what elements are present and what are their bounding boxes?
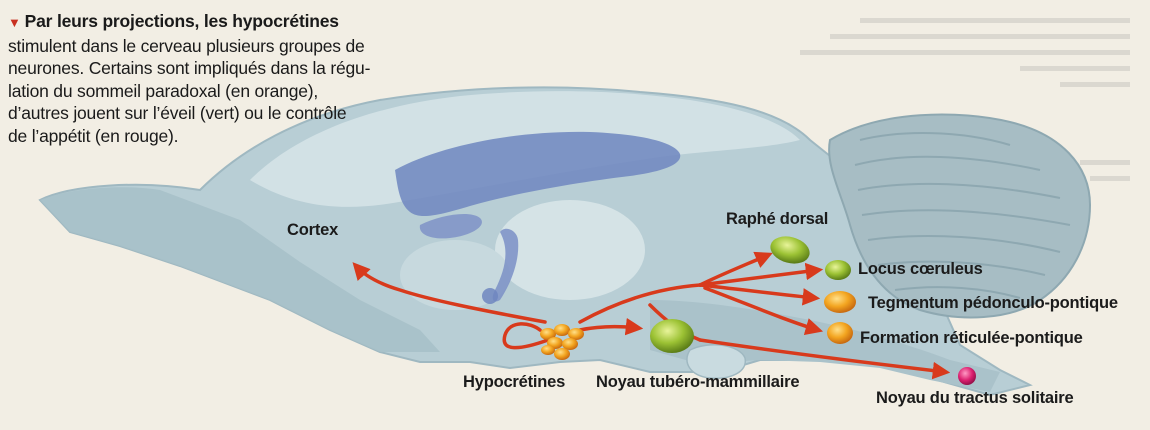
label-cortex: Cortex [287,221,339,239]
label-locus-coeruleus: Locus cœruleus [858,260,983,278]
triangle-bullet-icon: ▼ [8,15,21,30]
caption-line: lation du sommeil paradoxal (en orange), [8,80,418,103]
tegmentum-nucleus [824,291,856,313]
caption-title: Par leurs projections, les hypocrétines [25,11,339,31]
label-hypocretines: Hypocrétines [463,373,565,391]
label-noyau-tubero: Noyau tubéro-mammillaire [596,373,799,391]
locus-coeruleus-nucleus [825,260,851,280]
label-formation-reticulee: Formation réticulée-pontique [860,329,1083,347]
label-noyau-tractus: Noyau du tractus solitaire [876,389,1073,407]
formation-reticulee-nucleus [827,322,853,344]
label-tegmentum: Tegmentum pédonculo-pontique [868,294,1118,312]
figure-caption: ▼ Par leurs projections, les hypocrétines… [8,10,418,147]
tractus-solitaire-nucleus [958,367,976,385]
noyau-tubero-nucleus [650,319,694,353]
label-raphe-dorsal: Raphé dorsal [726,210,828,228]
caption-line: d’autres jouent sur l’éveil (vert) ou le… [8,102,418,125]
caption-line: neurones. Certains sont impliqués dans l… [8,57,418,80]
caption-line: de l’appétit (en rouge). [8,125,418,148]
caption-line: stimulent dans le cerveau plusieurs grou… [8,35,418,58]
